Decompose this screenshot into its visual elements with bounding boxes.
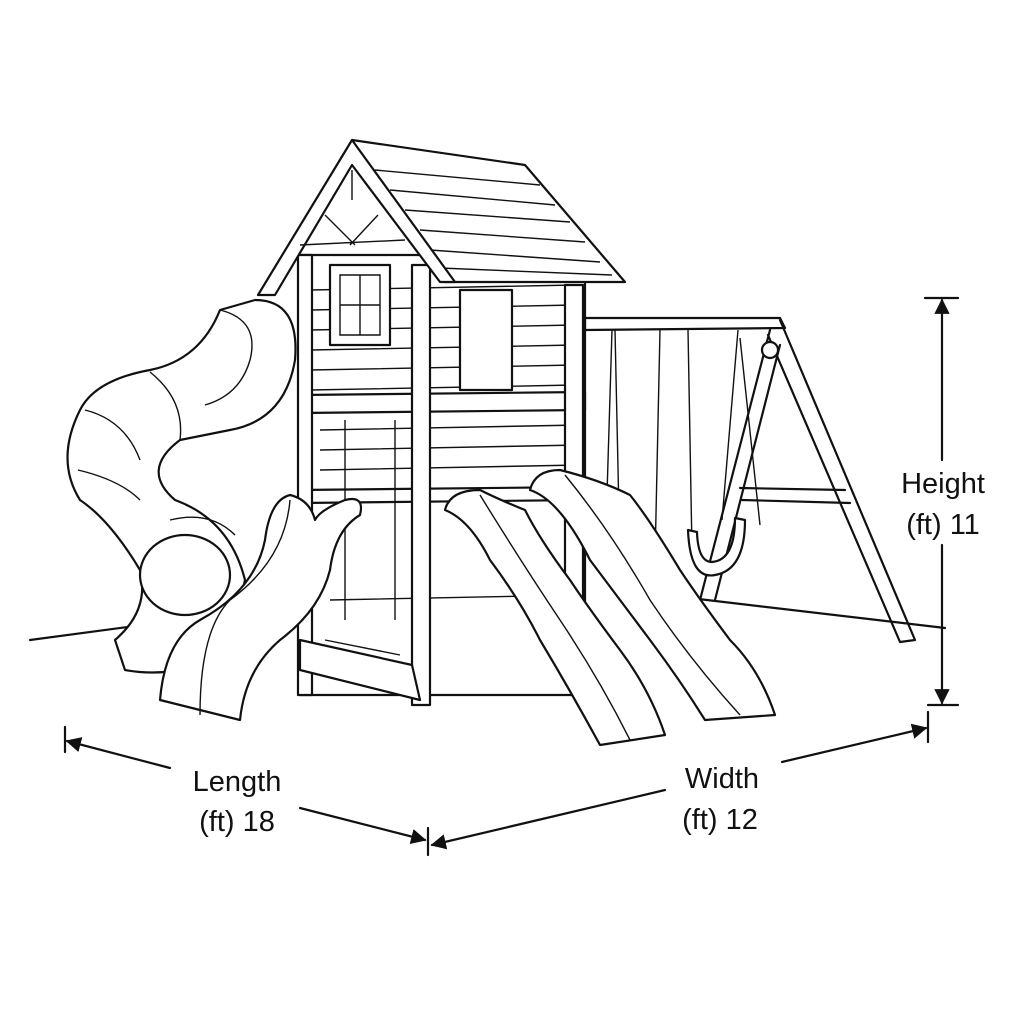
ground-line bbox=[28, 596, 947, 642]
width-value: (ft) 12 bbox=[682, 804, 758, 836]
length-value: (ft) 18 bbox=[199, 806, 275, 838]
roof bbox=[256, 138, 627, 297]
slide-left bbox=[158, 493, 363, 722]
length-label: Length bbox=[192, 766, 282, 798]
height-dimension bbox=[923, 296, 960, 707]
swing-seat bbox=[686, 516, 747, 577]
door bbox=[458, 288, 514, 392]
length-dimension bbox=[63, 725, 430, 857]
swing-set bbox=[583, 316, 917, 644]
height-value: (ft) 11 bbox=[906, 509, 980, 541]
slides bbox=[158, 468, 777, 747]
height-label: Height bbox=[901, 468, 985, 500]
slide-right bbox=[528, 468, 777, 722]
width-label: Width bbox=[684, 763, 760, 795]
tube-slide bbox=[66, 298, 297, 674]
width-dimension bbox=[430, 710, 930, 850]
slide-middle bbox=[443, 488, 667, 747]
